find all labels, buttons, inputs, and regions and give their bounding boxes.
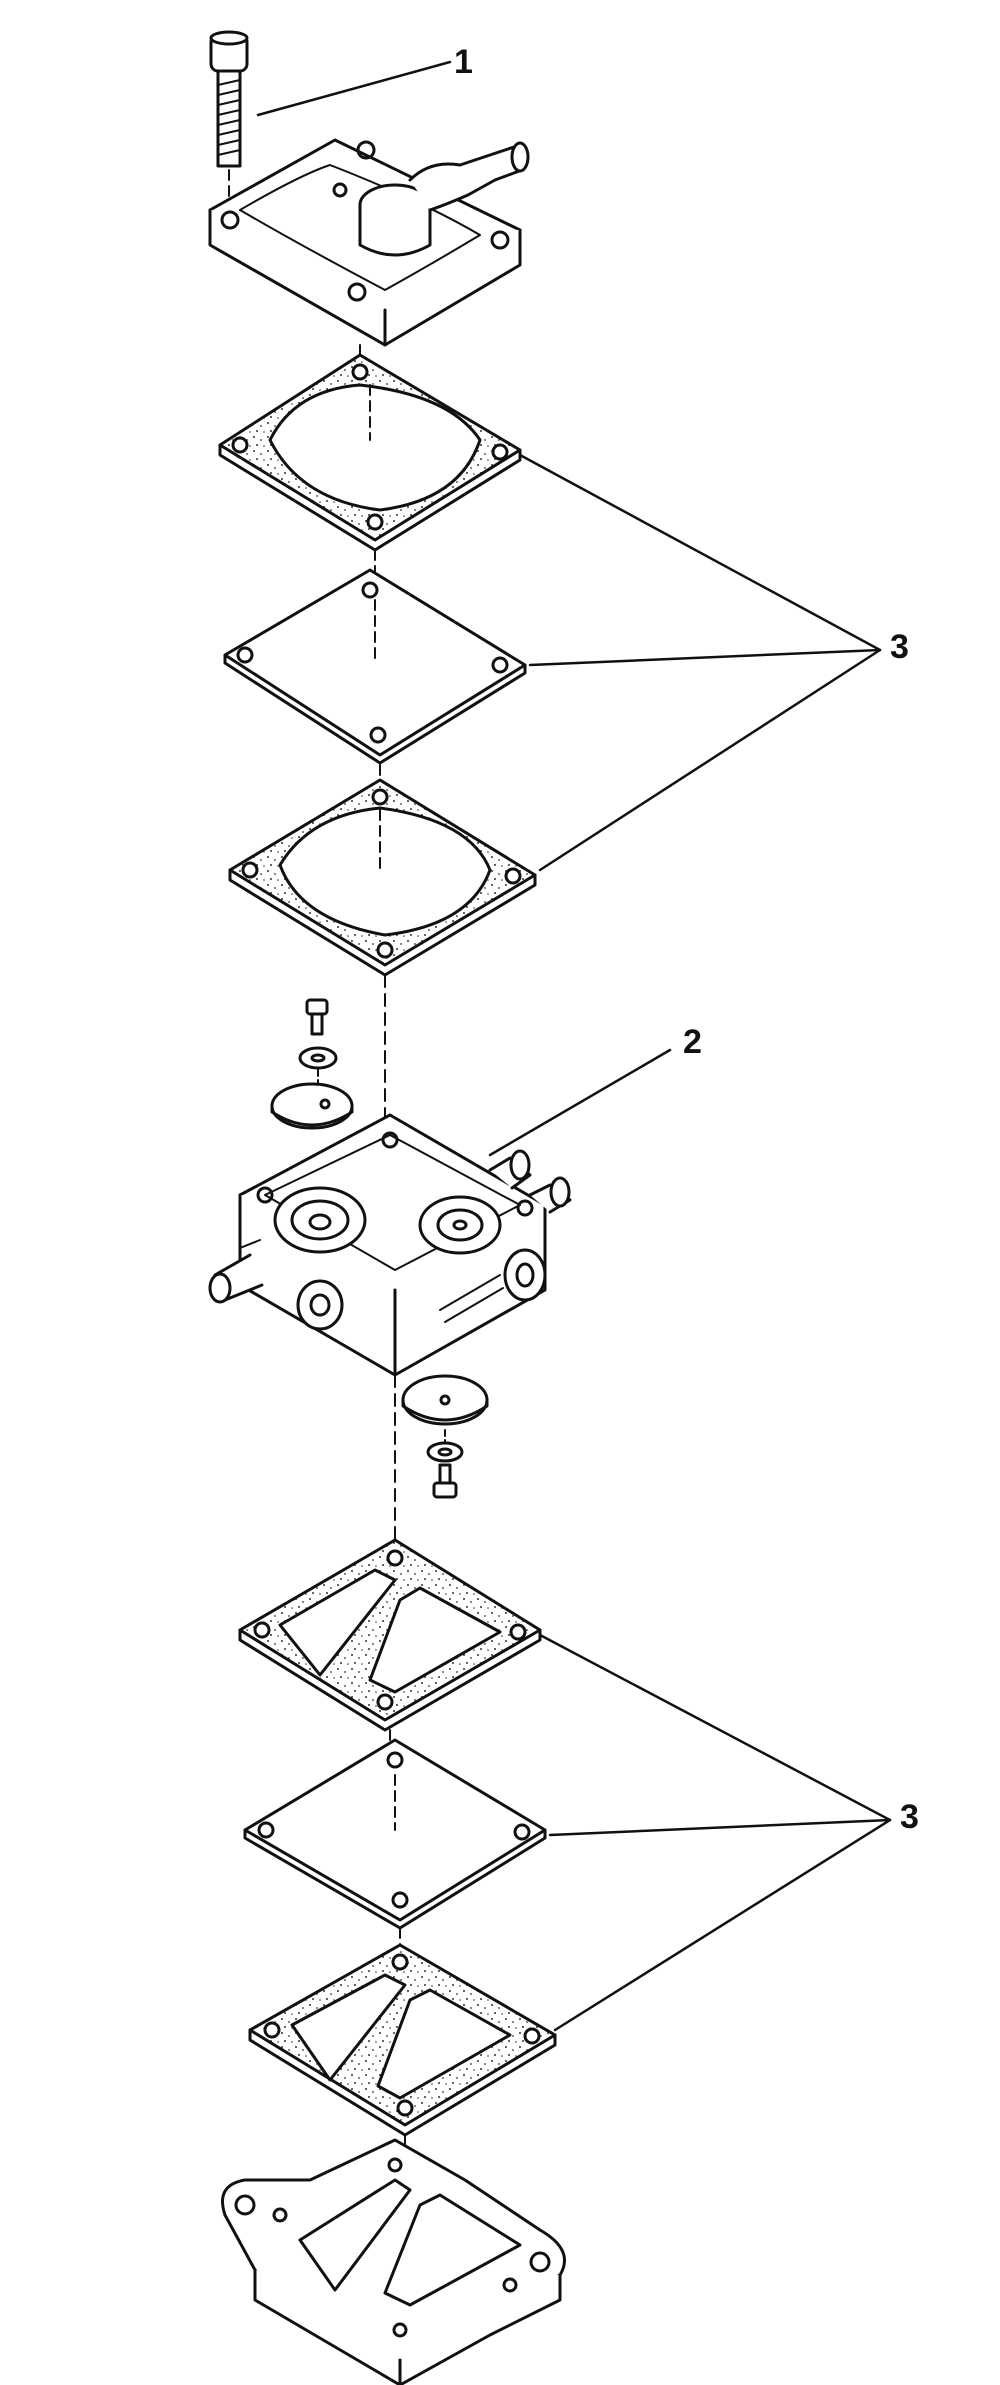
callout-3-lower: 3 xyxy=(900,1798,919,1836)
pump-body xyxy=(208,1113,572,1377)
callout-1: 1 xyxy=(454,43,473,81)
callout-2: 2 xyxy=(683,1023,702,1061)
leader-lines xyxy=(256,60,892,2032)
check-valve-upper xyxy=(270,998,354,1130)
check-valve-lower xyxy=(401,1374,489,1499)
gasket-upper-1 xyxy=(218,353,522,552)
callout-3-upper: 3 xyxy=(890,628,909,666)
cap-screw xyxy=(209,30,249,168)
diaphragm-lower xyxy=(243,1738,547,1930)
gasket-lower-1 xyxy=(238,1538,542,1732)
diaphragm-upper xyxy=(223,568,527,765)
gasket-lower-2 xyxy=(248,1943,557,2137)
pump-base-plate xyxy=(221,2138,566,2385)
pump-top-cover xyxy=(208,138,530,347)
gasket-upper-2 xyxy=(228,778,537,977)
